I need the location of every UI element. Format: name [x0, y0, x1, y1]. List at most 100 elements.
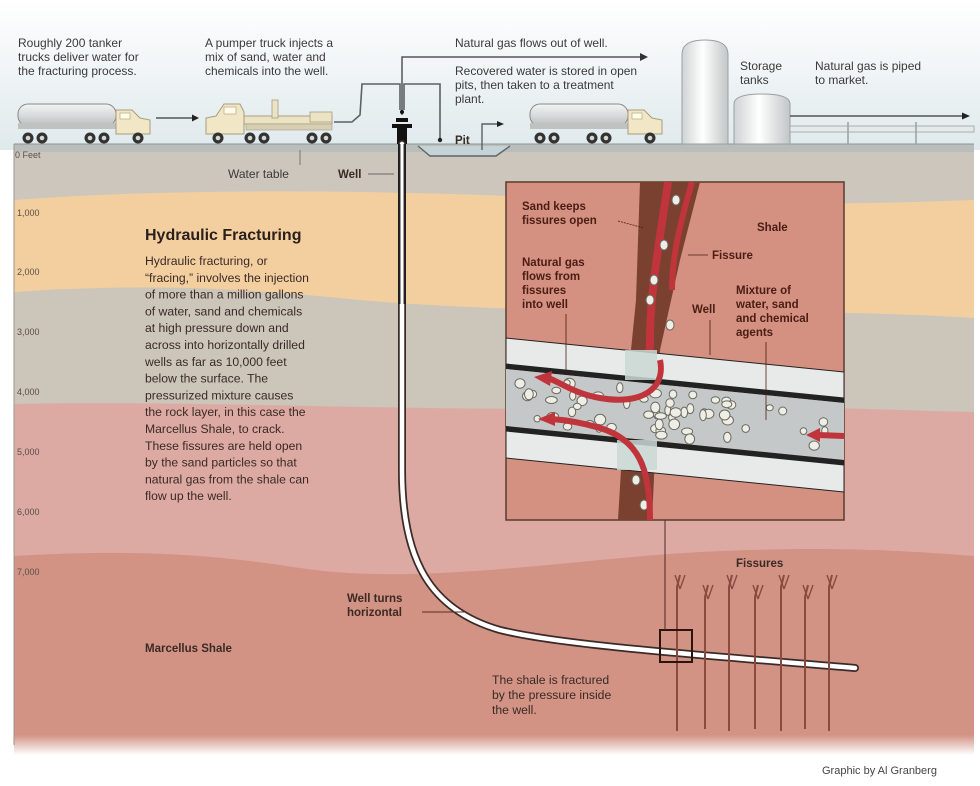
well-turns-line: Well turns — [347, 593, 402, 605]
sand-particle — [723, 431, 732, 443]
explainer-line: flow up the well. — [145, 489, 232, 503]
well-label: Well — [338, 169, 361, 181]
marcellus-shale-label: Marcellus Shale — [145, 643, 232, 655]
pumper-caption: A pumper truck injects a mix of sand, wa… — [205, 36, 333, 78]
explainer-line: wells as far as 10,000 feet — [144, 355, 287, 369]
explainer-line: of water, sand and chemicals — [145, 304, 302, 318]
sand-particle — [668, 389, 678, 399]
gas-flow-arrow — [401, 53, 648, 115]
fissure-crack — [728, 574, 733, 731]
explainer-line: of more than a million gallons — [145, 288, 304, 302]
pit-label: Pit — [455, 135, 470, 147]
pump-hose — [334, 83, 401, 123]
sand-particle — [655, 430, 668, 440]
depth-label: 4,000 — [17, 387, 40, 397]
sand-particle — [654, 412, 667, 420]
sand-particle — [665, 319, 675, 331]
tanker-caption-line: Roughly 200 tanker — [18, 36, 122, 50]
fissure-crack — [676, 574, 681, 731]
wellhead-icon — [392, 110, 412, 144]
depth-scale: 0 Feet 1,000 2,000 3,000 4,000 5,000 6,0… — [13, 144, 41, 745]
explainer-line: across into horizontally drilled — [145, 338, 305, 352]
storage-tank-tall-icon — [681, 39, 729, 145]
explainer-title: Hydraulic Fracturing — [145, 227, 301, 244]
fracture-caption: The shale is fractured by the pressure i… — [492, 673, 611, 717]
sand-particle — [654, 418, 664, 431]
storage-tanks-label: Storage tanks — [740, 59, 782, 87]
bottom-fade — [14, 735, 974, 755]
recovered-caption-line: Recovered water is stored in open — [455, 64, 637, 78]
explainer-line: “fracing,” involves the injection — [145, 271, 309, 285]
well-turns-line: horizontal — [347, 607, 402, 619]
depth-label: 3,000 — [17, 327, 40, 337]
pipeline-caption-line: to market. — [815, 73, 868, 87]
sand-particle — [649, 274, 659, 286]
mixture-label-line: Mixture of — [736, 285, 791, 297]
sky — [0, 0, 980, 150]
pit — [417, 145, 511, 157]
recovery-hose — [403, 83, 441, 140]
tanker-caption: Roughly 200 tanker trucks deliver water … — [18, 36, 139, 78]
pipeline-caption: Natural gas is piped to market. — [815, 59, 921, 87]
tanker-caption-line: trucks deliver water for — [18, 50, 139, 64]
sand-particle — [669, 407, 682, 418]
sand-particle — [778, 406, 788, 416]
inset-shale-label: Shale — [757, 222, 788, 234]
pumper-caption-line: chemicals into the well. — [205, 64, 328, 78]
detail-marker — [659, 629, 693, 663]
sand-particle — [643, 410, 655, 419]
sand-particle — [699, 409, 707, 422]
sand-particle — [668, 418, 681, 431]
mixture-label-line: agents — [736, 327, 773, 339]
explainer-line: pressurized mixture causes — [145, 388, 293, 402]
inset-detail: Sand keeps fissures open Shale Fissure N… — [505, 181, 845, 521]
storage-label-line: tanks — [740, 73, 769, 87]
explainer-line: Marcellus Shale, to crack. — [145, 422, 285, 436]
fracture-caption-line: The shale is fractured — [492, 673, 609, 687]
fracture-caption-line: by the pressure inside — [492, 688, 611, 702]
recovered-caption-line: pits, then taken to a treatment — [455, 78, 614, 92]
tanker-truck-2-icon — [529, 103, 663, 144]
gas-label-line: flows from — [522, 271, 580, 283]
mixture-label-line: and chemical — [736, 313, 809, 325]
depth-label: 6,000 — [17, 507, 40, 517]
sand-particle — [688, 390, 698, 400]
mixture-label-line: water, sand — [735, 299, 799, 311]
pumper-caption-line: A pumper truck injects a — [205, 36, 333, 50]
storage-label-line: Storage — [740, 59, 782, 73]
sand-particle — [572, 402, 582, 410]
sand-particle — [545, 396, 558, 404]
gas-label-line: Natural gas — [522, 257, 585, 269]
tanker-truck-icon — [17, 103, 151, 144]
well-bore — [398, 140, 859, 672]
depth-label: 7,000 — [17, 567, 40, 577]
tanker-caption-line: the fracturing process. — [18, 64, 137, 78]
sand-particle — [631, 474, 641, 486]
sand-particle — [718, 409, 731, 421]
recovered-water-caption: Recovered water is stored in open pits, … — [455, 64, 637, 106]
pumper-caption-line: mix of sand, water and — [205, 50, 326, 64]
sand-particle — [551, 386, 562, 395]
depth-label: 5,000 — [17, 447, 40, 457]
graphic-credit: Graphic by Al Granberg — [822, 765, 937, 777]
fissure-crack — [780, 574, 785, 731]
pumper-truck-icon — [205, 99, 333, 144]
sand-particle — [616, 382, 624, 394]
inset-fissure-label: Fissure — [712, 250, 753, 262]
sand-particle — [645, 294, 655, 306]
fissures-label: Fissures — [736, 558, 783, 570]
sand-particle — [514, 378, 526, 389]
delivery-arrow — [156, 114, 199, 122]
sand-particle — [680, 406, 689, 418]
well-turns-label: Well turns horizontal — [347, 593, 464, 619]
gas-label-line: into well — [522, 299, 568, 311]
explainer-line: by the sand particles so that — [145, 456, 297, 470]
explainer-body: Hydraulic fracturing, or“fracing,” invol… — [144, 254, 309, 503]
sand-particle — [567, 406, 577, 418]
sand-particle — [594, 413, 607, 426]
depth-label: 2,000 — [17, 267, 40, 277]
gas-flow-caption: Natural gas flows out of well. — [455, 36, 608, 50]
water-table-label: Water table — [228, 167, 289, 181]
